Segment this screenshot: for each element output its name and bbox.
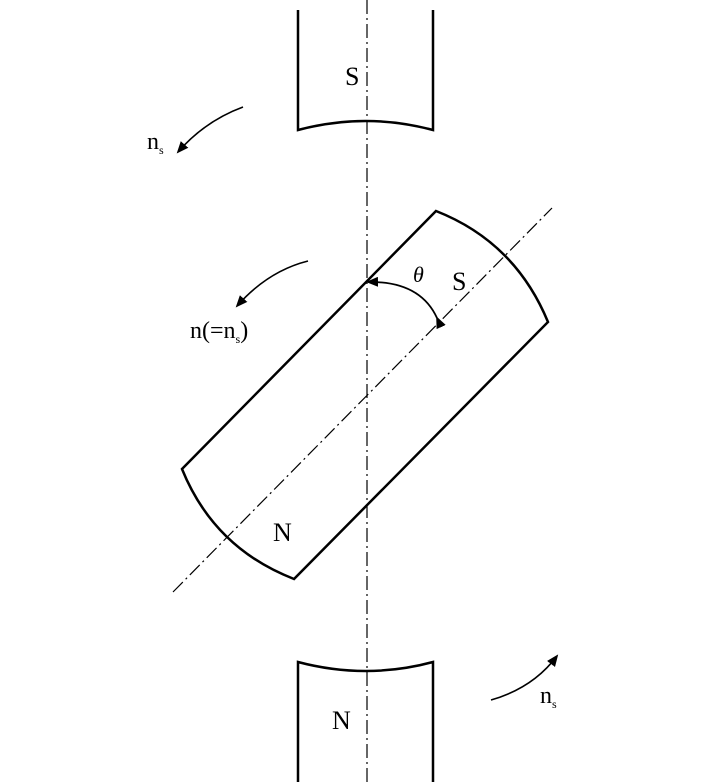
bottom-field-speed-label: ns: [540, 683, 557, 711]
rotor-body: [180, 209, 550, 581]
rotor-speed-label: n(=ns): [190, 318, 248, 346]
rotor-speed-suffix: ): [240, 318, 248, 344]
rotor-axis-line: [172, 207, 553, 593]
theta-angle-label: θ: [413, 262, 424, 287]
rotor-rotation-arrow: [235, 260, 309, 308]
rotor-north-label: N: [273, 518, 292, 547]
top-field-speed-symbol: n: [147, 129, 159, 155]
bottom-stator-pole-label: N: [332, 706, 351, 735]
rotor-speed-prefix: n(=n: [190, 318, 236, 344]
bottom-field-speed-symbol: n: [540, 683, 552, 709]
bottom-field-rotation-arrow: [490, 654, 559, 701]
top-field-speed-subscript: s: [159, 143, 164, 157]
top-stator-pole: [296, 10, 435, 132]
rotor-speed-subscript: s: [236, 332, 241, 346]
bottom-field-speed-subscript: s: [552, 697, 557, 711]
bottom-stator-pole: [296, 660, 435, 782]
top-field-rotation-arrow: [176, 106, 244, 154]
theta-angle-arc: [366, 276, 446, 330]
top-field-speed-label: ns: [147, 129, 164, 157]
rotor-south-label: S: [452, 267, 466, 296]
top-stator-pole-label: S: [345, 62, 359, 91]
